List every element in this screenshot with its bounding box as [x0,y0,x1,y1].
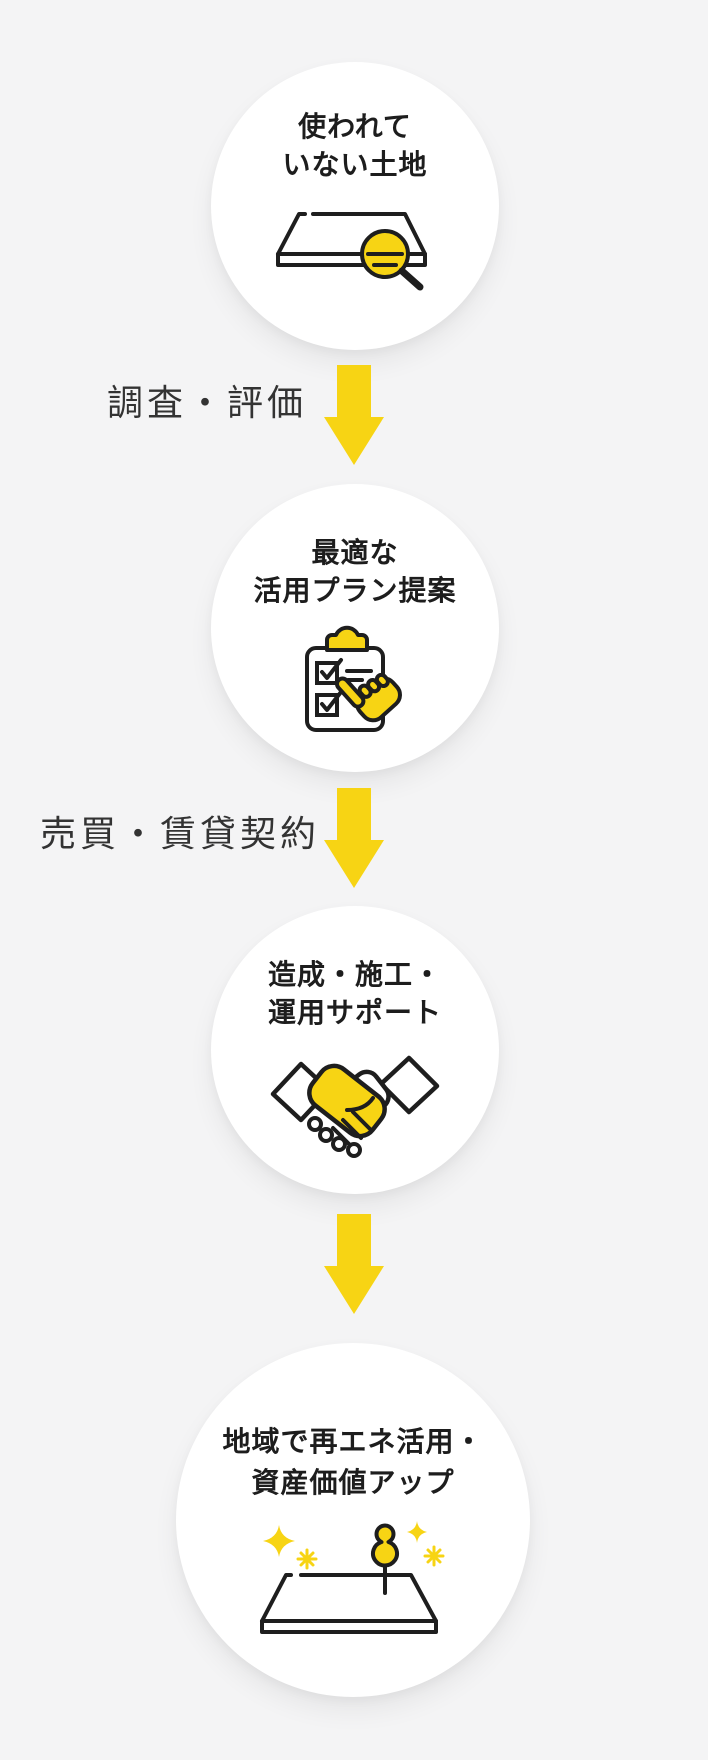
connector-label-contract: 売買・賃貸契約 [39,813,320,854]
step-title-line: 地域で再エネ活用・ [222,1426,484,1457]
down-arrow-icon [324,788,384,888]
step-title-line: 活用プラン提案 [253,575,457,606]
handshake-icon [270,1055,440,1158]
step-title-line: 最適な [311,537,399,568]
land-tree-sparkles-icon [260,1521,445,1634]
step-title-line: 使われて [298,111,412,142]
step-circle-unused-land: 使われて いない土地 [211,62,499,350]
step-title-line: 資産価値アップ [251,1467,455,1498]
down-arrow-icon [324,1214,384,1314]
step-title-line: いない土地 [282,149,428,180]
down-arrow-icon [324,365,384,465]
step-title-line: 運用サポート [267,997,442,1028]
step-title: 最適な 活用プラン提案 [253,534,456,610]
step-title-line: 造成・施工・ [267,959,442,990]
step-title: 造成・施工・ 運用サポート [268,956,442,1032]
clipboard-checklist-icon [305,625,402,732]
step-circle-plan-proposal: 最適な 活用プラン提案 [211,484,499,772]
step-title: 地域で再エネ活用・ 資産価値アップ [222,1421,483,1503]
step-title: 使われて いない土地 [282,108,427,184]
land-magnifier-icon [276,212,427,291]
connector-label-survey: 調査・評価 [106,382,307,423]
step-circle-construction-support: 造成・施工・ 運用サポート [211,906,499,1194]
step-circle-value-up: 地域で再エネ活用・ 資産価値アップ [176,1343,530,1697]
